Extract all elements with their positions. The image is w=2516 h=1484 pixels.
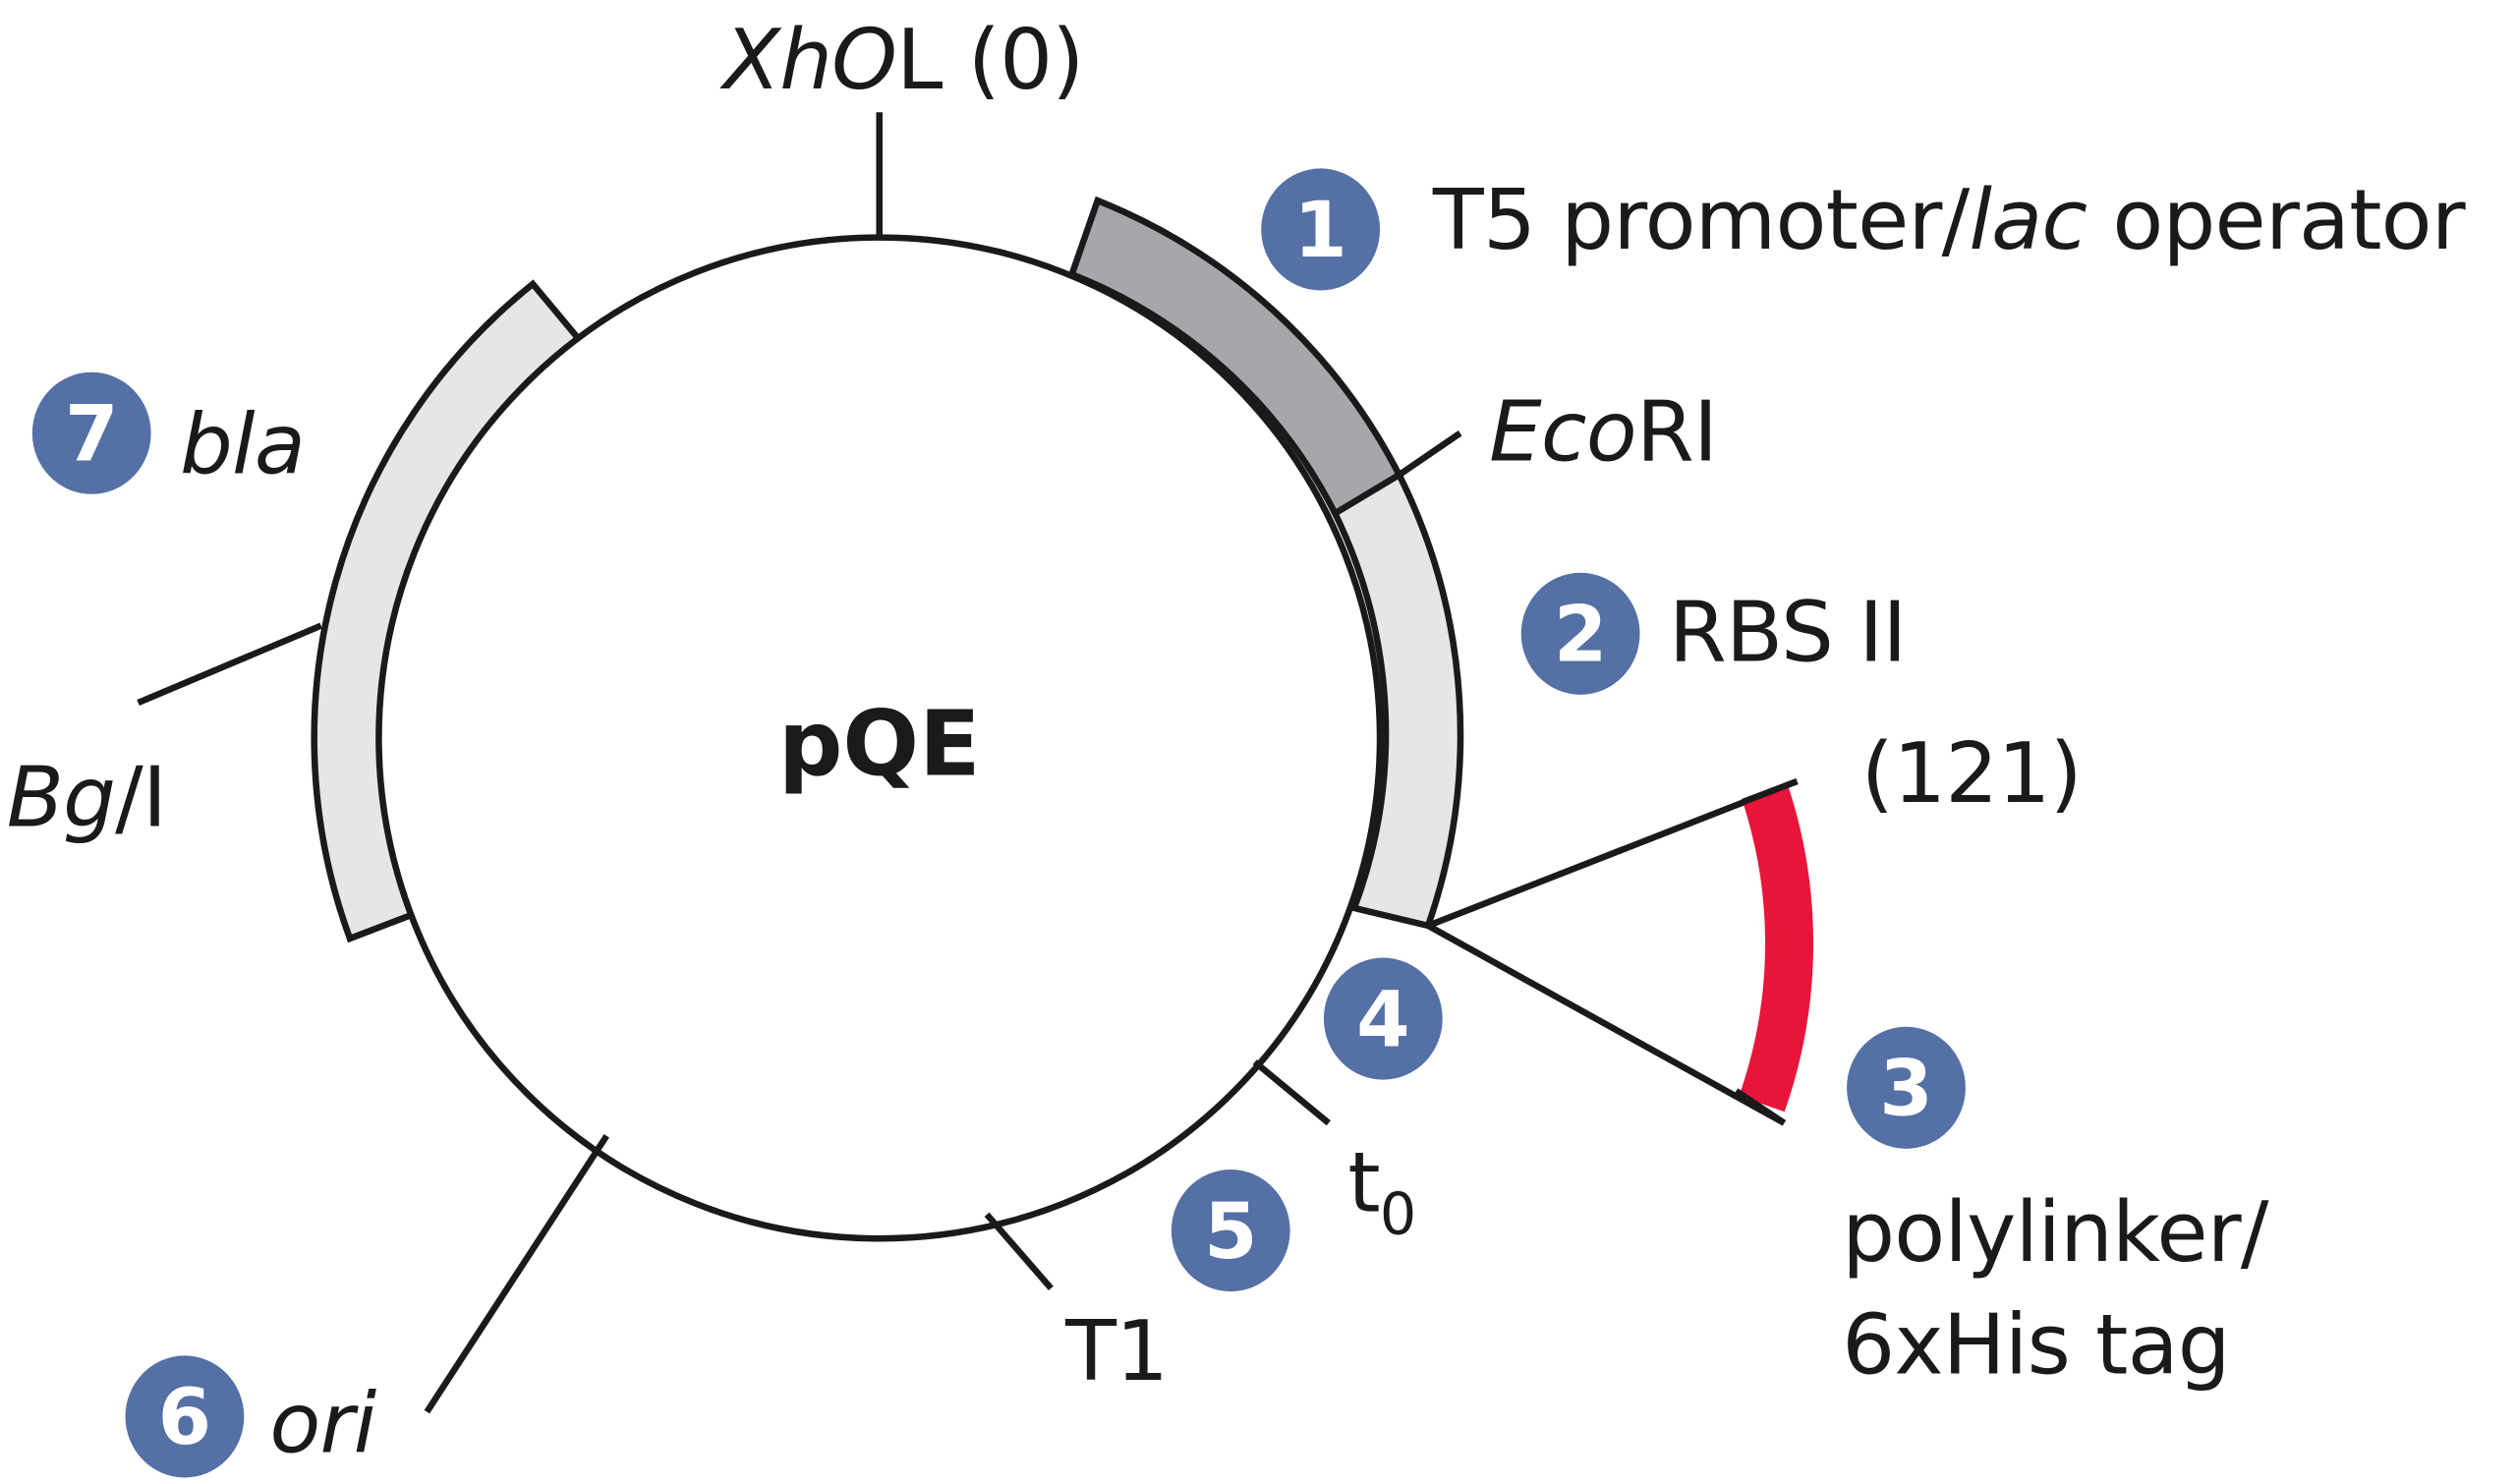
- plasmid-title: pQE: [778, 691, 981, 796]
- badge-1-number: 1: [1293, 186, 1347, 275]
- badge-7: [31, 371, 151, 494]
- t1-tick: [984, 1212, 1054, 1290]
- badge-4-number: 4: [1356, 975, 1410, 1064]
- pos-121-label: (121): [1861, 725, 2082, 823]
- bgli-tick: [137, 622, 322, 707]
- feature-2: 2 RBS II: [1520, 572, 1907, 695]
- feature-1: 1 T5 promoter/lac operator: [1261, 168, 2467, 291]
- feature-7: 7 bla: [31, 371, 306, 494]
- polylinker-callout-bottom: [1426, 923, 1787, 1126]
- ecori-label: EcoRI: [1489, 384, 1717, 482]
- badge-5: [1171, 1170, 1290, 1292]
- ori-tick: [424, 1133, 609, 1414]
- badge-6-number: 6: [158, 1373, 212, 1462]
- badge-2-number: 2: [1554, 591, 1608, 680]
- badge-7-number: 7: [65, 390, 119, 480]
- bgli-label: Bg/I: [7, 750, 166, 847]
- badge-3: [1847, 1026, 1966, 1149]
- polylinker-callout-top: [1426, 777, 1799, 929]
- badge-1: [1261, 168, 1381, 291]
- feature-4: 4: [1323, 957, 1443, 1080]
- feature-3-label-line2: 6xHis tag: [1842, 1296, 2230, 1394]
- badge-3-number: 3: [1879, 1045, 1933, 1134]
- feature-2-label: RBS II: [1669, 585, 1907, 682]
- t0-tick: [1252, 1059, 1331, 1126]
- feature-6: 6 ori: [125, 1355, 377, 1478]
- xhol-label: XhOL (0): [719, 12, 1084, 109]
- polylinker-arc: [1739, 784, 1814, 1113]
- badge-6: [125, 1355, 245, 1478]
- feature-5: 5: [1171, 1170, 1290, 1292]
- badge-2: [1520, 572, 1640, 695]
- badge-4: [1323, 957, 1443, 1080]
- feature-7-label: bla: [180, 397, 305, 494]
- polylinker-callout-top-edge: [1741, 777, 1799, 806]
- feature-1-label: T5 promoter/lac operator: [1432, 172, 2466, 269]
- feature-3-label-line1: polylinker/: [1842, 1184, 2269, 1282]
- feature-3: 3 polylinker/ 6xHis tag: [1842, 1026, 2270, 1394]
- ecori-tick: [1397, 430, 1462, 478]
- badge-5-number: 5: [1204, 1187, 1258, 1277]
- feature-6-label: ori: [269, 1375, 376, 1472]
- t0-label: t0: [1347, 1134, 1415, 1247]
- t1-label: T1: [1064, 1303, 1168, 1400]
- polylinker-callout-bottom-edge: [1734, 1088, 1787, 1126]
